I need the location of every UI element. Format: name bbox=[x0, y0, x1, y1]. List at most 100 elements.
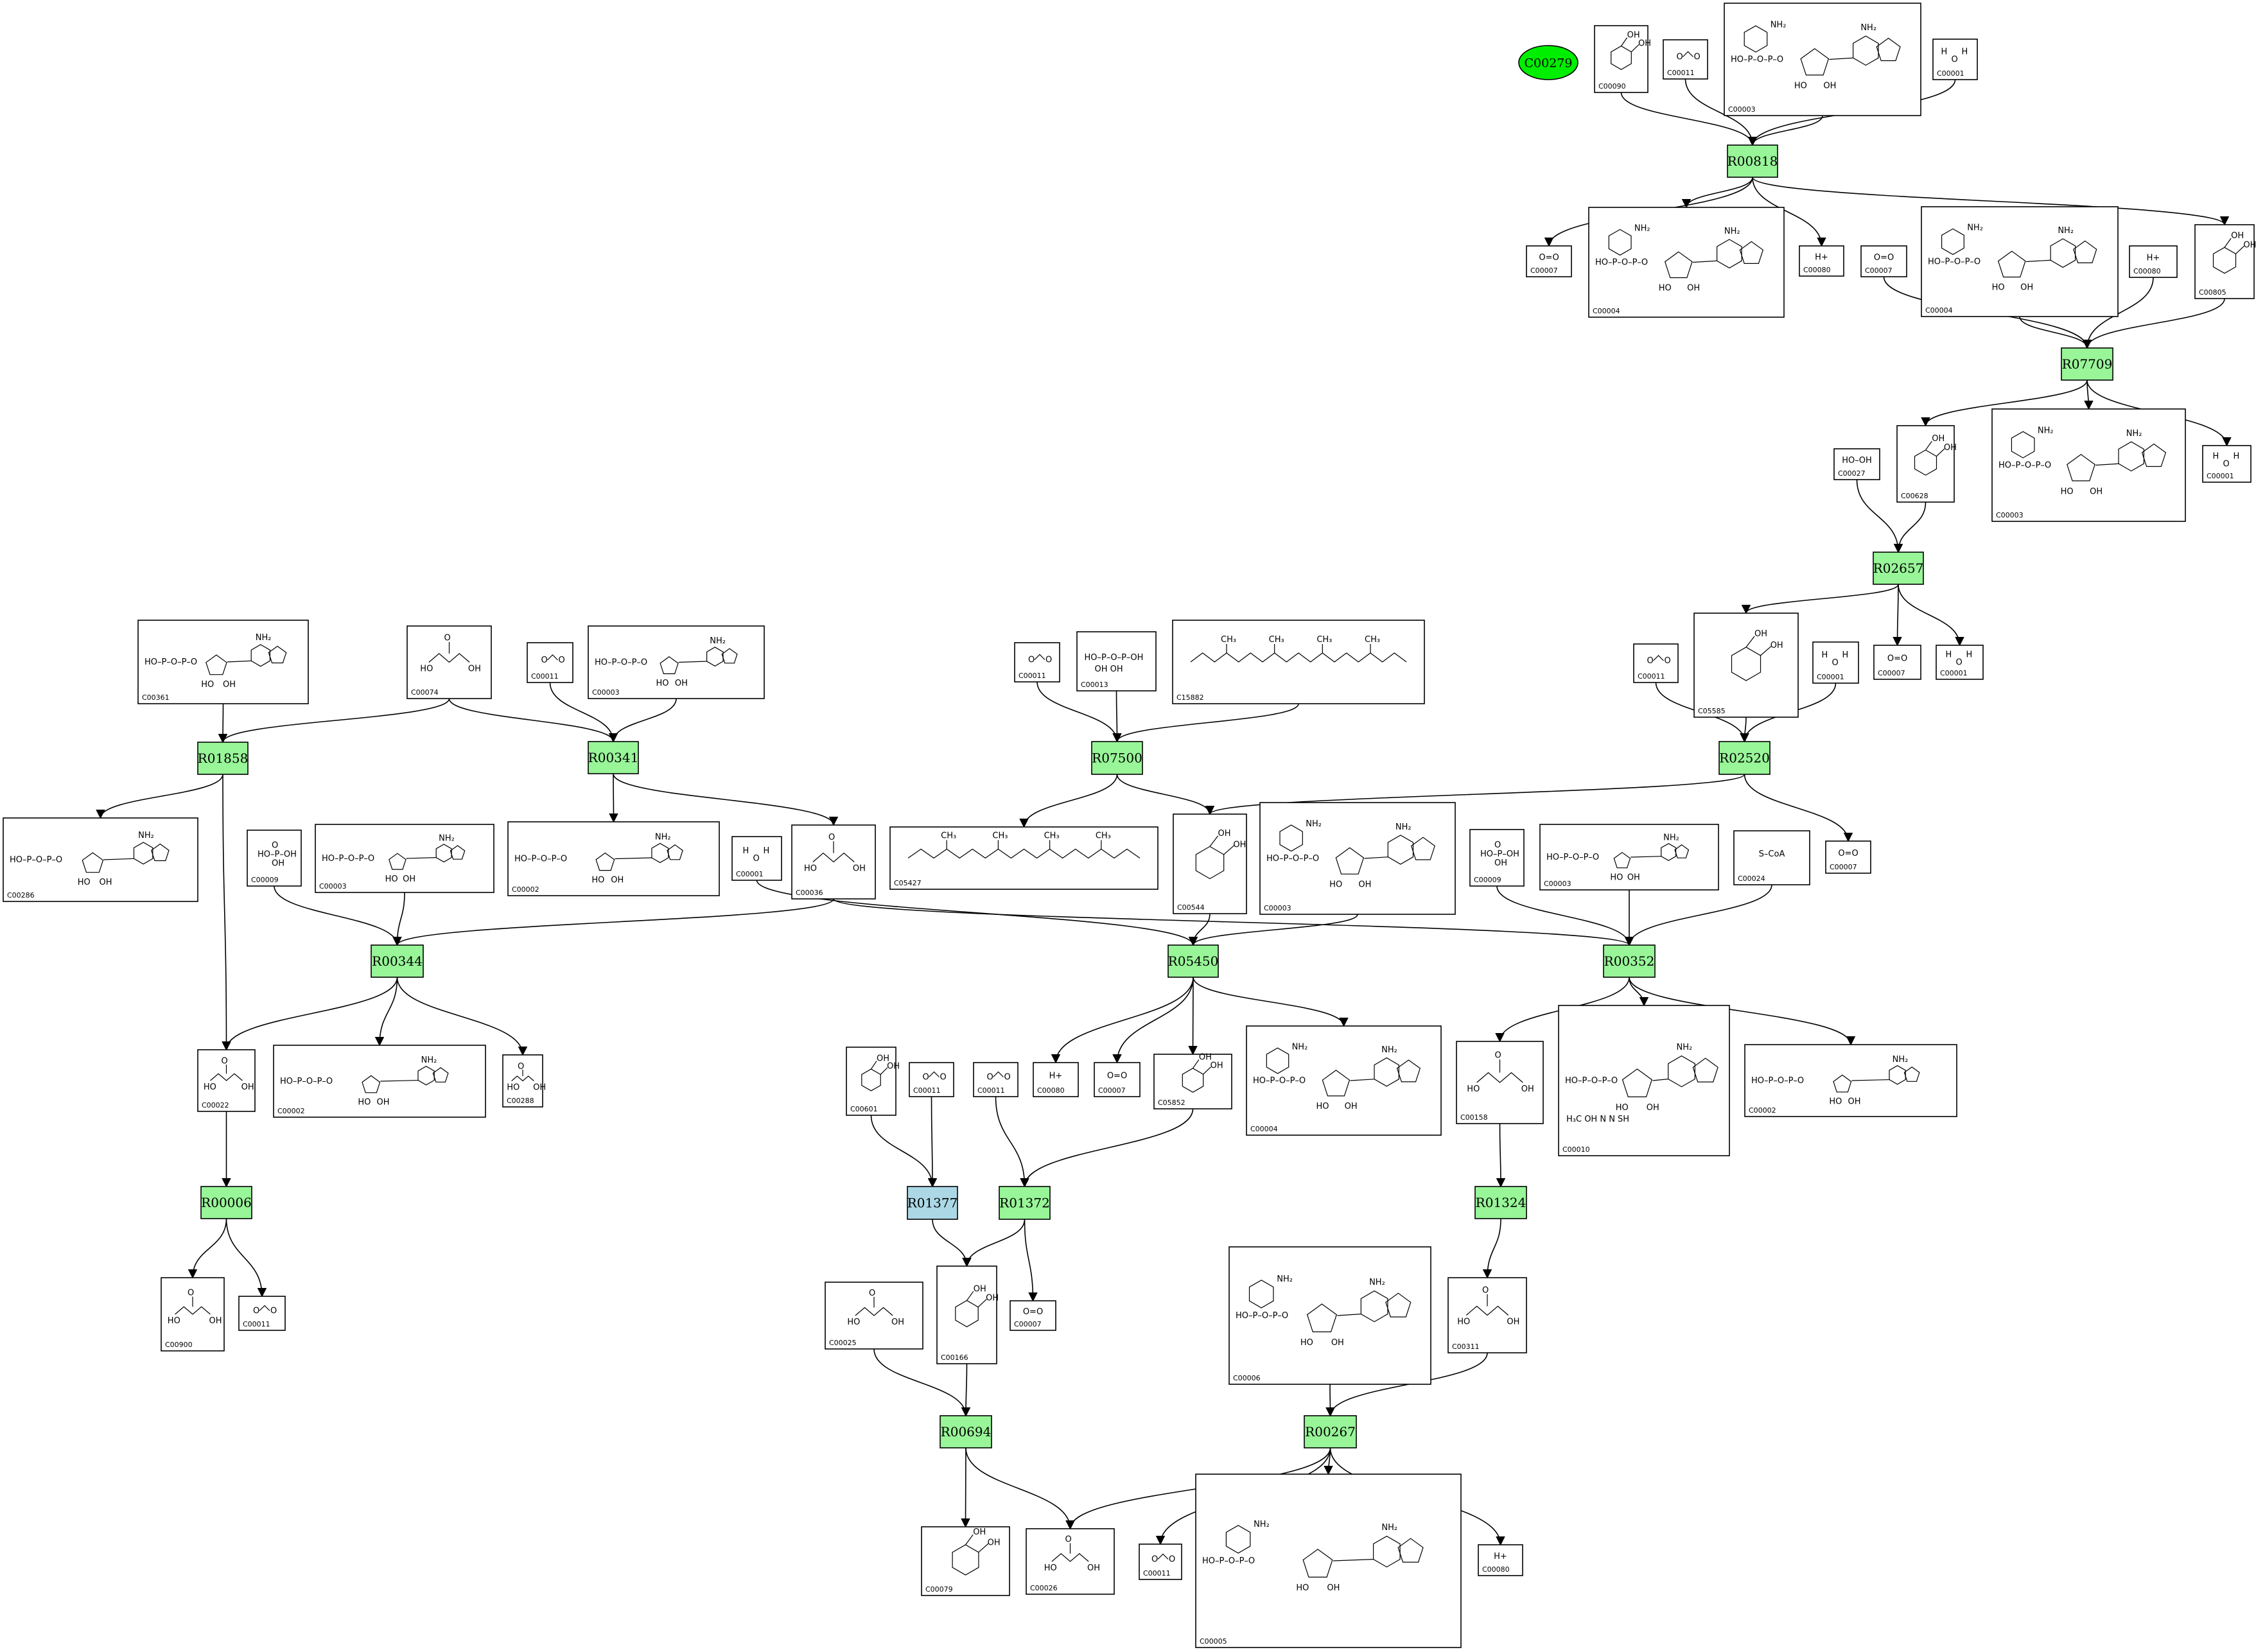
query-ellipse[interactable] bbox=[1518, 45, 1578, 80]
compound-box[interactable] bbox=[247, 830, 302, 887]
compound-box[interactable] bbox=[1873, 645, 1921, 680]
compound-box[interactable] bbox=[1860, 245, 1907, 277]
reaction-r01858[interactable]: R01858 bbox=[197, 742, 249, 775]
compound-box[interactable] bbox=[1594, 25, 1648, 93]
compound-c00080[interactable]: H+C00080 bbox=[2129, 245, 2178, 278]
compound-box[interactable] bbox=[238, 1296, 286, 1331]
compound-box[interactable] bbox=[1936, 645, 1984, 680]
reaction-box[interactable] bbox=[1167, 944, 1219, 978]
compound-box[interactable] bbox=[507, 821, 720, 896]
compound-box[interactable] bbox=[909, 1062, 954, 1097]
compound-box[interactable] bbox=[1921, 206, 2119, 317]
compound-box[interactable] bbox=[3, 817, 198, 902]
compound-box[interactable] bbox=[1229, 1246, 1431, 1385]
query-compound[interactable]: C00279 bbox=[1518, 45, 1578, 80]
compound-box[interactable] bbox=[1172, 620, 1425, 704]
compound-box[interactable] bbox=[1744, 1044, 1957, 1117]
compound-box[interactable] bbox=[1478, 1544, 1523, 1576]
reaction-box[interactable] bbox=[999, 1186, 1051, 1220]
compound-box[interactable] bbox=[1896, 425, 1955, 503]
reaction-box[interactable] bbox=[1718, 741, 1771, 775]
reaction-box[interactable] bbox=[1304, 1415, 1357, 1448]
compound-box[interactable] bbox=[1139, 1543, 1182, 1580]
reaction-box[interactable] bbox=[2061, 347, 2113, 381]
compound-box[interactable] bbox=[1094, 1062, 1141, 1097]
compound-box[interactable] bbox=[1799, 245, 1844, 277]
compound-box[interactable] bbox=[921, 1526, 1010, 1596]
reaction-box[interactable] bbox=[907, 1186, 958, 1220]
compound-box[interactable] bbox=[1033, 1062, 1079, 1097]
compound-box[interactable] bbox=[1469, 829, 1525, 887]
reaction-r01324[interactable]: R01324 bbox=[1474, 1186, 1527, 1219]
reaction-r07500[interactable]: R07500 bbox=[1091, 741, 1143, 775]
compound-box[interactable] bbox=[1259, 802, 1456, 915]
reaction-r00341[interactable]: R00341 bbox=[588, 741, 639, 774]
compound-box[interactable] bbox=[1526, 245, 1572, 277]
compound-box[interactable] bbox=[1076, 631, 1157, 691]
compound-box[interactable] bbox=[1246, 1025, 1442, 1136]
compound-box[interactable] bbox=[1812, 641, 1859, 684]
reaction-r00267[interactable]: R00267 bbox=[1304, 1415, 1357, 1448]
reaction-r07709[interactable]: R07709 bbox=[2061, 347, 2113, 381]
reaction-box[interactable] bbox=[1091, 741, 1143, 775]
compound-box[interactable] bbox=[2202, 445, 2252, 483]
compound-box[interactable] bbox=[936, 1265, 997, 1364]
compound-box[interactable] bbox=[2129, 245, 2178, 278]
reaction-box[interactable] bbox=[940, 1415, 992, 1448]
reaction-r01377[interactable]: R01377 bbox=[907, 1186, 958, 1220]
compound-box[interactable] bbox=[1733, 830, 1810, 885]
compound-box[interactable] bbox=[889, 826, 1159, 890]
reaction-r00818[interactable]: R00818 bbox=[1727, 144, 1778, 178]
reaction-r05450[interactable]: R05450 bbox=[1167, 944, 1219, 978]
compound-c00080[interactable]: H+C00080 bbox=[1799, 245, 1844, 277]
compound-box[interactable] bbox=[1173, 813, 1247, 914]
compound-box[interactable] bbox=[1825, 840, 1871, 874]
compound-box[interactable] bbox=[273, 1045, 486, 1118]
reaction-box[interactable] bbox=[1873, 552, 1924, 585]
compound-box[interactable] bbox=[527, 642, 573, 683]
compound-box[interactable] bbox=[973, 1062, 1019, 1097]
reaction-box[interactable] bbox=[200, 1186, 252, 1219]
compound-c00080[interactable]: H+C00080 bbox=[1033, 1062, 1079, 1097]
